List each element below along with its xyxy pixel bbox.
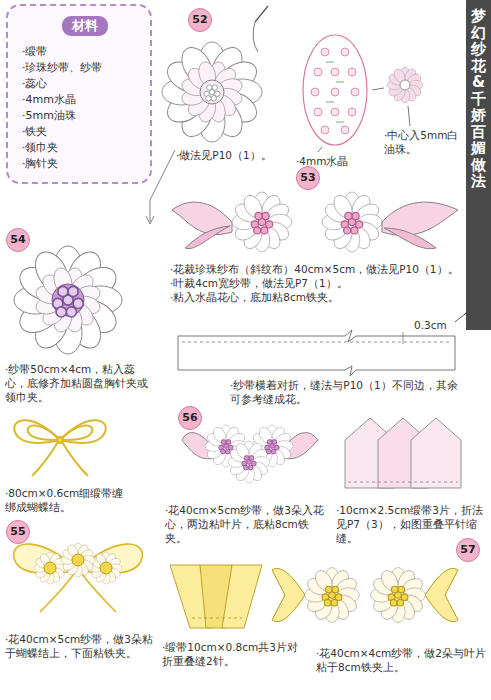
material-item: ·5mm油珠 xyxy=(22,108,140,124)
instruction-note: ·纱带50cm×4cm，粘入蕊心，底修齐加粘圆盘胸针夹或领巾夹。 xyxy=(5,362,157,404)
text-group: ·做法见P10（1）。 xyxy=(176,148,296,162)
text-group: ·80cm×0.6cm细缎带缠绑成蝴蝶结。 xyxy=(5,486,133,514)
instruction-note: ·花40cm×4cm纱带，做2朵与叶片粘于8cm铁夹上。 xyxy=(316,646,486,674)
box-heading: 材料 xyxy=(62,16,108,36)
petal-pieces xyxy=(345,418,461,488)
text-group: 55 xyxy=(6,520,30,544)
bead-pattern xyxy=(303,35,367,152)
instruction-note: ·纱带横着对折，缝法与P10（1）不同边，其余可参考缝成花。 xyxy=(230,378,458,406)
text-group: 57 xyxy=(456,538,480,562)
text-group: 56 xyxy=(178,406,202,430)
flower-54 xyxy=(14,246,122,354)
flower-52 xyxy=(162,6,268,142)
text-group: ·花40cm×5cm纱带，做3朵粘于蝴蝶结上，下面粘铁夹。 xyxy=(5,632,157,660)
material-item: ·珍珠纱带、纱带 xyxy=(22,60,140,76)
text-group: 0.3cm xyxy=(414,318,447,332)
instruction-note: ·叶裁4cm宽纱带，做法见P7（1）。 xyxy=(170,276,462,290)
material-item: ·领巾夹 xyxy=(22,140,140,156)
text-group: 54 xyxy=(6,228,30,252)
instruction-note: ·花裁珍珠纱布（斜纹布）40cm×5cm，做法见P10（1）。 xyxy=(170,262,462,276)
folded-ribbon xyxy=(178,310,470,376)
bow xyxy=(14,420,106,476)
callout-number: 52 xyxy=(188,8,212,32)
side-title: 梦幻纱花&千娇百媚做法 xyxy=(471,8,486,190)
callout-number: 55 xyxy=(6,520,30,544)
instruction-note: 0.3cm xyxy=(414,318,447,332)
text-group: ·纱带50cm×4cm，粘入蕊心，底修齐加粘圆盘胸针夹或领巾夹。 xyxy=(5,362,157,404)
material-item: ·胸针夹 xyxy=(22,156,140,172)
hair-clip-57 xyxy=(272,568,458,623)
instruction-note: ·80cm×0.6cm细缎带缠绑成蝴蝶结。 xyxy=(5,486,133,514)
callout-number: 54 xyxy=(6,228,30,252)
folded-pieces xyxy=(170,565,262,628)
material-item: ·缎带 xyxy=(22,44,140,60)
material-item: ·蕊心 xyxy=(22,76,140,92)
title-band: 梦幻纱花&千娇百媚做法 xyxy=(466,0,491,330)
instruction-note: ·花40cm×5cm纱带，做3朵粘于蝴蝶结上，下面粘铁夹。 xyxy=(5,632,157,660)
instruction-note: ·缎带10cm×0.8cm共3片对折重叠缝2针。 xyxy=(162,640,302,668)
text-group: 52 xyxy=(188,8,212,32)
text-group: ·缎带10cm×0.8cm共3片对折重叠缝2针。 xyxy=(162,640,302,668)
materials-box: 材料 ·缎带·珍珠纱带、纱带·蕊心·4mm水晶·5mm油珠·铁夹·领巾夹·胸针夹 xyxy=(6,4,152,184)
flower-52-center xyxy=(372,67,423,126)
callout-number: 53 xyxy=(296,166,320,190)
instruction-note: ·中心入5mm白油珠。 xyxy=(384,128,462,156)
text-group: ·花40cm×5cm纱带，做3朵入花心，两边粘叶片，底粘8cm铁夹。 xyxy=(165,503,327,545)
callout-number: 56 xyxy=(178,406,202,430)
text-group: ·花裁珍珠纱布（斜纹布）40cm×5cm，做法见P10（1）。·叶裁4cm宽纱带… xyxy=(170,262,462,304)
text-group: ·中心入5mm白油珠。 xyxy=(384,128,462,156)
text-group: ·纱带横着对折，缝法与P10（1）不同边，其余可参考缝成花。 xyxy=(230,378,458,406)
material-item: ·铁夹 xyxy=(22,124,140,140)
text-group: ·花40cm×4cm纱带，做2朵与叶片粘于8cm铁夹上。 xyxy=(316,646,486,674)
callout-number: 57 xyxy=(456,538,480,562)
material-item: ·4mm水晶 xyxy=(22,92,140,108)
text-group: 53 xyxy=(296,166,320,190)
instruction-note: ·做法见P10（1）。 xyxy=(176,148,296,162)
instruction-note: ·粘入水晶花心，底加粘8cm铁夹。 xyxy=(170,290,462,304)
instruction-note: ·花40cm×5cm纱带，做3朵入花心，两边粘叶片，底粘8cm铁夹。 xyxy=(165,503,327,545)
hair-clip-53 xyxy=(146,150,458,252)
bow-flowers-55 xyxy=(14,543,143,612)
hair-clip-56 xyxy=(182,425,318,483)
